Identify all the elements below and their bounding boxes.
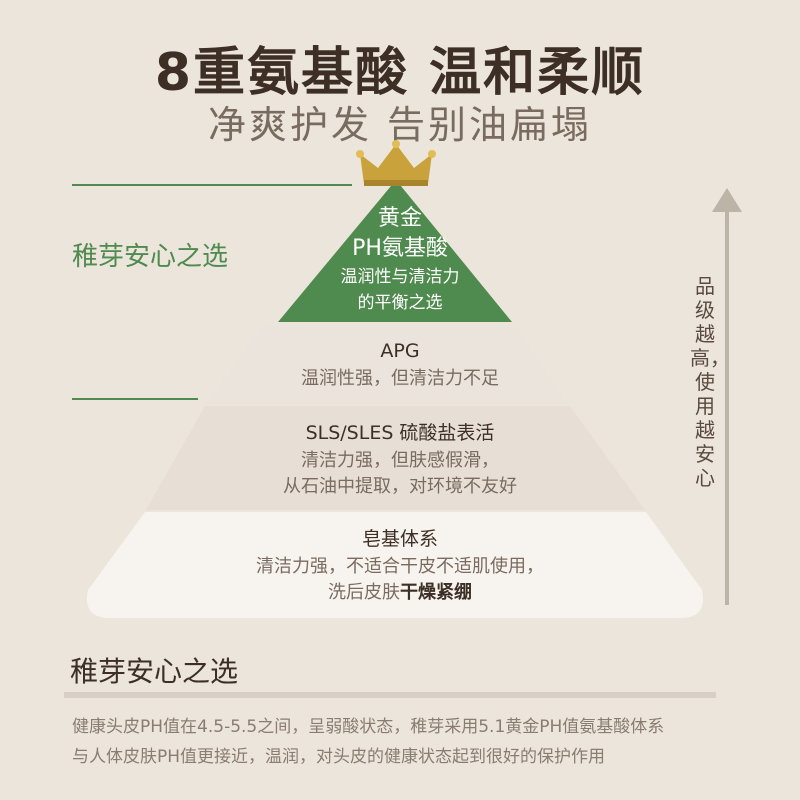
bottom-divider bbox=[64, 692, 716, 698]
tier-1-line4: 的平衡之选 bbox=[357, 293, 443, 313]
divider-top bbox=[72, 184, 352, 186]
tier-3-line1: SLS/SLES 硫酸盐表活 bbox=[305, 422, 495, 444]
tier-4-line3-b: 干燥紧绷 bbox=[400, 582, 472, 603]
divider-bottom bbox=[72, 398, 198, 400]
arrow-shaft bbox=[725, 205, 729, 605]
tier-4-line3: 洗后皮肤干燥紧绷 bbox=[0, 580, 800, 606]
tier-1-shape bbox=[278, 180, 512, 322]
tier-3-text: SLS/SLES 硫酸盐表活 清洁力强，但肤感假滑， 从石油中提取，对环境不友好 bbox=[0, 418, 800, 500]
description-line-1: 健康头皮PH值在4.5-5.5之间，呈弱酸状态，稚芽采用5.1黄金PH值氨基酸体… bbox=[72, 717, 665, 737]
main-title: 8重氨基酸 温和柔顺 bbox=[154, 43, 646, 103]
tier-3-line2: 清洁力强，但肤感假滑， bbox=[301, 450, 499, 471]
tier-2-line2: 温润性强，但清洁力不足 bbox=[301, 368, 499, 389]
crown-icon bbox=[356, 140, 436, 186]
tier-4-line1: 皂基体系 bbox=[361, 528, 438, 550]
tier-2-text: APG 温润性强，但清洁力不足 bbox=[0, 336, 800, 392]
tier-1-text: 黄金 PH氨基酸 温润性与清洁力 的平衡之选 bbox=[0, 204, 800, 316]
tier-4-text: 皂基体系 清洁力强，不适合干皮不适肌使用， 洗后皮肤干燥紧绷 bbox=[0, 524, 800, 606]
up-arrow-icon bbox=[712, 188, 742, 212]
tier-2-line1: APG bbox=[380, 340, 420, 362]
tier-4-line2: 清洁力强，不适合干皮不适肌使用， bbox=[256, 556, 544, 577]
bottom-title: 稚芽安心之选 bbox=[70, 655, 239, 688]
tier-3-line3: 从石油中提取，对环境不友好 bbox=[283, 476, 517, 497]
left-label: 稚芽安心之选 bbox=[72, 242, 229, 272]
description-line-2: 与人体皮肤PH值更接近，温润，对头皮的健康状态起到很好的保护作用 bbox=[72, 747, 606, 767]
tier-1-line3: 温润性与清洁力 bbox=[340, 267, 460, 287]
tier-1-line1: 黄金 bbox=[377, 206, 422, 231]
side-note: 品级越高，使用越安心 bbox=[690, 274, 730, 490]
tier-2-shape bbox=[206, 326, 568, 404]
tier-1-line2: PH氨基酸 bbox=[352, 236, 448, 261]
tier-3-shape bbox=[146, 406, 645, 510]
tier-4-shape bbox=[86, 512, 704, 618]
tier-4-line3-a: 洗后皮肤 bbox=[328, 582, 400, 603]
subtitle: 净爽护发 告别油扁塌 bbox=[207, 103, 593, 147]
